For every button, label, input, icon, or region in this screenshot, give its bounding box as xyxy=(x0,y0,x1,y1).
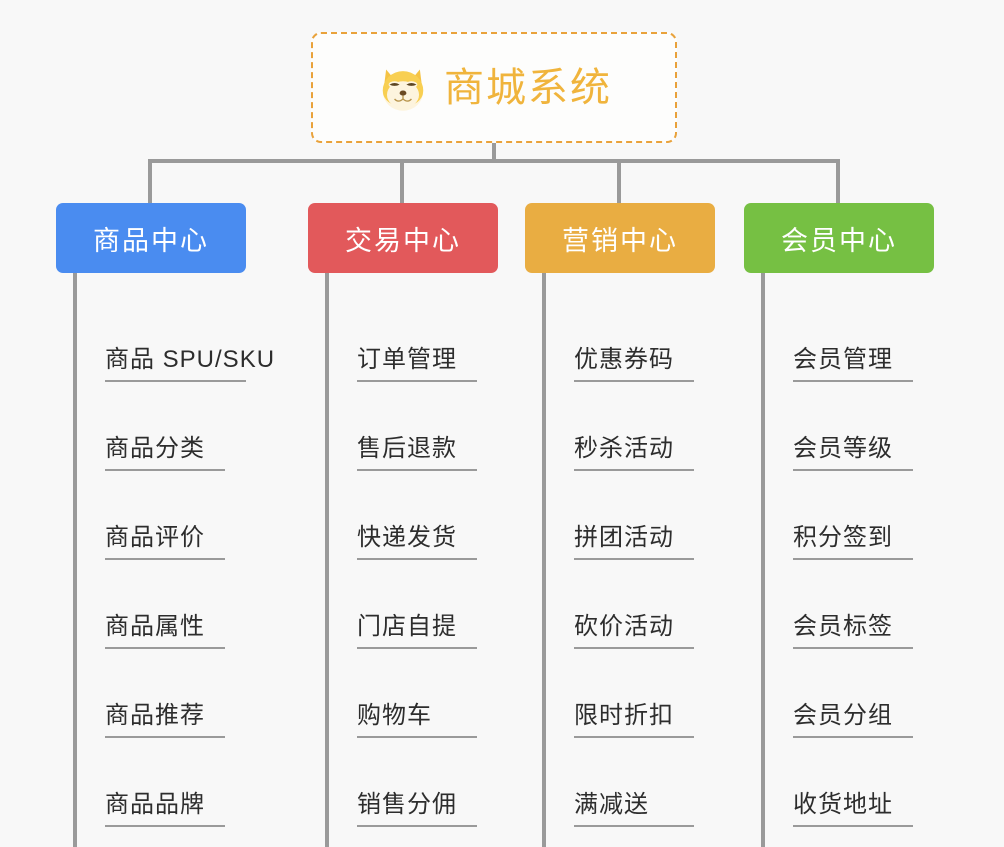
leaf-item-1-1[interactable]: 商品 SPU/SKU xyxy=(56,293,274,382)
leaf-label-3-4: 砍价活动 xyxy=(574,614,694,649)
leaf-label-4-4: 会员标签 xyxy=(793,614,913,649)
leaf-label-3-1: 优惠券码 xyxy=(574,347,694,382)
leaf-label-4-6: 收货地址 xyxy=(793,792,913,827)
branch-column-3: 营销中心 优惠券码 秒杀活动 拼团活动 砍价活动 限时折扣 满减送 xyxy=(525,203,715,847)
leaf-label-1-6: 商品品牌 xyxy=(105,792,225,827)
leaf-item-4-2[interactable]: 会员等级 xyxy=(744,382,934,471)
branch-column-2: 交易中心 订单管理 售后退款 快递发货 门店自提 购物车 销售分佣 xyxy=(308,203,498,847)
branch-header-3[interactable]: 营销中心 xyxy=(525,203,715,273)
leaf-label-1-2: 商品分类 xyxy=(105,436,225,471)
leaf-label-2-1: 订单管理 xyxy=(357,347,477,382)
leaf-label-2-6: 销售分佣 xyxy=(357,792,477,827)
leaf-list-4: 会员管理 会员等级 积分签到 会员标签 会员分组 收货地址 xyxy=(744,273,934,847)
leaf-item-4-3[interactable]: 积分签到 xyxy=(744,471,934,560)
branch-header-label-1: 商品中心 xyxy=(93,225,209,256)
leaf-item-2-1[interactable]: 订单管理 xyxy=(308,293,498,382)
leaf-item-3-4[interactable]: 砍价活动 xyxy=(525,560,715,649)
branch-column-1: 商品中心 商品 SPU/SKU 商品分类 商品评价 商品属性 商品推荐 商品品牌 xyxy=(56,203,274,847)
leaf-list-1: 商品 SPU/SKU 商品分类 商品评价 商品属性 商品推荐 商品品牌 xyxy=(56,273,274,847)
leaf-item-1-6[interactable]: 商品品牌 xyxy=(56,738,246,827)
leaf-trunk-3 xyxy=(542,273,546,847)
leaf-label-1-5: 商品推荐 xyxy=(105,703,225,738)
leaf-trunk-2 xyxy=(325,273,329,847)
branch-header-label-3: 营销中心 xyxy=(562,225,678,256)
leaf-label-3-2: 秒杀活动 xyxy=(574,436,694,471)
leaf-label-1-4: 商品属性 xyxy=(105,614,225,649)
root-node-title: 商城系统 xyxy=(444,65,612,110)
leaf-label-2-2: 售后退款 xyxy=(357,436,477,471)
leaf-label-1-3: 商品评价 xyxy=(105,525,225,560)
leaf-item-3-2[interactable]: 秒杀活动 xyxy=(525,382,715,471)
shiba-dog-face-icon xyxy=(382,68,424,111)
leaf-item-3-6[interactable]: 满减送 xyxy=(525,738,715,827)
leaf-item-2-5[interactable]: 购物车 xyxy=(308,649,498,738)
leaf-label-2-5: 购物车 xyxy=(357,703,477,738)
branch-header-4[interactable]: 会员中心 xyxy=(744,203,934,273)
leaf-label-4-2: 会员等级 xyxy=(793,436,913,471)
branch-header-2[interactable]: 交易中心 xyxy=(308,203,498,273)
leaf-label-3-5: 限时折扣 xyxy=(574,703,694,738)
leaf-item-1-5[interactable]: 商品推荐 xyxy=(56,649,246,738)
leaf-item-4-5[interactable]: 会员分组 xyxy=(744,649,934,738)
leaf-item-3-3[interactable]: 拼团活动 xyxy=(525,471,715,560)
leaf-label-1-1: 商品 SPU/SKU xyxy=(105,347,274,382)
leaf-item-1-2[interactable]: 商品分类 xyxy=(56,382,246,471)
leaf-trunk-1 xyxy=(73,273,77,847)
leaf-item-2-6[interactable]: 销售分佣 xyxy=(308,738,498,827)
leaf-item-1-3[interactable]: 商品评价 xyxy=(56,471,246,560)
leaf-label-4-3: 积分签到 xyxy=(793,525,913,560)
branch-header-1[interactable]: 商品中心 xyxy=(56,203,246,273)
leaf-item-1-4[interactable]: 商品属性 xyxy=(56,560,246,649)
leaf-item-4-1[interactable]: 会员管理 xyxy=(744,293,934,382)
branch-header-label-4: 会员中心 xyxy=(781,225,897,256)
leaf-list-3: 优惠券码 秒杀活动 拼团活动 砍价活动 限时折扣 满减送 xyxy=(525,273,715,847)
branch-column-4: 会员中心 会员管理 会员等级 积分签到 会员标签 会员分组 收货地址 xyxy=(744,203,934,847)
leaf-trunk-4 xyxy=(761,273,765,847)
leaf-list-2: 订单管理 售后退款 快递发货 门店自提 购物车 销售分佣 xyxy=(308,273,498,847)
leaf-item-4-6[interactable]: 收货地址 xyxy=(744,738,934,827)
leaf-label-3-6: 满减送 xyxy=(574,792,694,827)
leaf-label-3-3: 拼团活动 xyxy=(574,525,694,560)
leaf-item-2-2[interactable]: 售后退款 xyxy=(308,382,498,471)
leaf-label-4-1: 会员管理 xyxy=(793,347,913,382)
root-node-shop-system[interactable]: 商城系统 xyxy=(311,32,677,143)
leaf-label-2-4: 门店自提 xyxy=(357,614,477,649)
leaf-item-3-5[interactable]: 限时折扣 xyxy=(525,649,715,738)
leaf-label-4-5: 会员分组 xyxy=(793,703,913,738)
leaf-label-2-3: 快递发货 xyxy=(357,525,477,560)
leaf-item-4-4[interactable]: 会员标签 xyxy=(744,560,934,649)
leaf-item-2-3[interactable]: 快递发货 xyxy=(308,471,498,560)
leaf-item-3-1[interactable]: 优惠券码 xyxy=(525,293,715,382)
leaf-item-2-4[interactable]: 门店自提 xyxy=(308,560,498,649)
branch-header-label-2: 交易中心 xyxy=(345,225,461,256)
